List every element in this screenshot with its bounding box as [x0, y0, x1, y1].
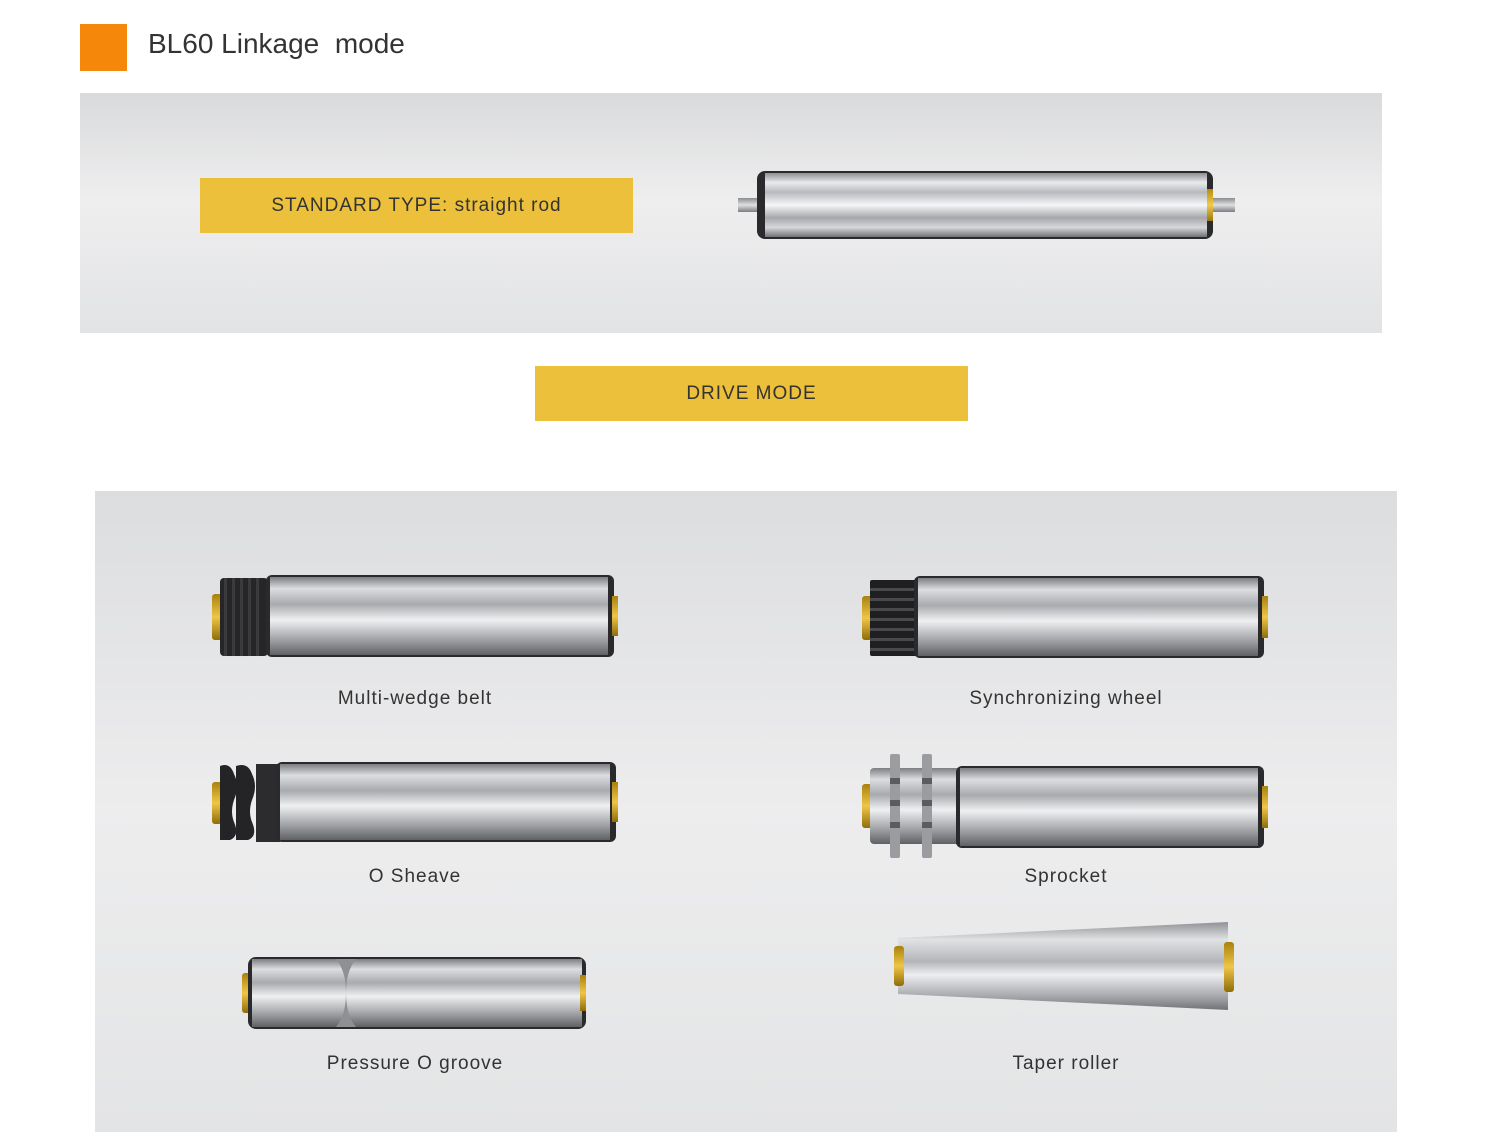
caption-pressure-o-groove: Pressure O groove — [326, 1053, 504, 1074]
caption-taper-roller: Taper roller — [1012, 1053, 1120, 1074]
taper-roller-icon — [894, 922, 1234, 1010]
page-title: BL60 Linkage mode — [148, 28, 405, 59]
title-accent-square — [80, 24, 127, 71]
caption-multi-wedge-belt: Multi-wedge belt — [337, 688, 493, 709]
straight-rod-roller-icon — [738, 171, 1235, 239]
o-sheave-roller-icon — [212, 762, 618, 842]
standard-type-tag: STANDARD TYPE: straight rod — [200, 178, 633, 233]
caption-o-sheave: O Sheave — [368, 866, 462, 887]
sprocket-roller-icon — [862, 754, 1268, 858]
caption-sprocket: Sprocket — [1024, 866, 1108, 887]
drive-mode-tag: DRIVE MODE — [535, 366, 968, 421]
pressure-o-groove-roller-icon — [242, 957, 586, 1029]
synchronizing-wheel-roller-icon — [862, 576, 1268, 658]
caption-synchronizing-wheel: Synchronizing wheel — [969, 688, 1163, 709]
multi-wedge-belt-roller-icon — [212, 575, 618, 657]
